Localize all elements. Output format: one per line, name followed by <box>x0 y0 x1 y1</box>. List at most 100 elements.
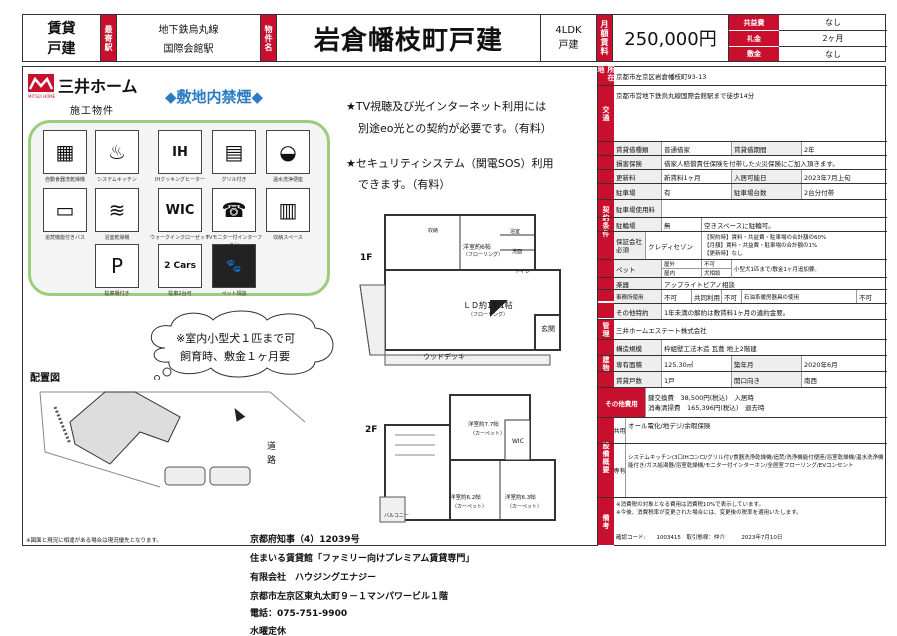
floor1-label: 1F <box>360 253 373 263</box>
location-value: 京都市左京区岩倉幡枝町93-13 <box>616 72 707 81</box>
contract-type-value: 普通借家 <box>662 142 732 155</box>
bike-value: 無 <box>662 218 702 231</box>
room2c-carpet: （カーペット） <box>507 504 543 510</box>
pet-note-2: 飼育時、敷金１ヶ月要 <box>180 350 290 363</box>
instrument-label: 楽器 <box>614 278 662 289</box>
agent-address: 京都市左京区東丸太町９－１マンパワービル１階 <box>250 592 449 602</box>
contract-period-label: 賃貸借期間 <box>732 142 802 155</box>
renewal-label: 更新料 <box>614 170 662 183</box>
stove-value: 不可 <box>859 293 872 302</box>
room2a-carpet: （カーペット） <box>470 431 506 437</box>
common-fee-label: 共益費 <box>729 15 779 31</box>
disclaimer: ※図面と現況に相違がある場合は現況優先となります。 <box>26 538 162 544</box>
rent-label: 月額賃料 <box>597 15 613 61</box>
toilet-icon: ◒ <box>266 130 310 174</box>
stove-label: 石油系暖房器具の使用 <box>742 290 857 303</box>
logo-sub: MITSUI HOME <box>28 94 56 99</box>
room2a-label: 洋室約7.7帖 <box>468 422 499 428</box>
ld-label: ＬＤ約19.1帖 <box>463 301 513 310</box>
feature-label: 追焚機能付きバス <box>44 235 85 241</box>
layout-cell: 4LDK 戸建 <box>541 15 597 61</box>
built-label: 築年月 <box>732 356 802 371</box>
area-label: 専有面積 <box>614 356 662 371</box>
two-cars-icon: 2 Cars <box>158 244 202 288</box>
common-label: 共用 <box>614 418 626 443</box>
pet-outdoor-value: 不可 <box>702 260 732 269</box>
line-name: 地下鉄烏丸線 <box>158 25 219 36</box>
room2b-label: 洋室約6.2帖 <box>450 495 481 501</box>
intercom-icon: ☎ <box>212 188 256 232</box>
other-costs: 鍵交換費 38,500円(税込) 入居時 消毒清掃費 165,396円(税込) … <box>646 388 887 417</box>
deposit-label: 敷金 <box>729 47 779 61</box>
insurance-label: 損害保険 <box>614 156 662 169</box>
remark-1: ※消費税の対象となる費用は消費税10%で表示しています。 <box>616 502 764 508</box>
common-value: オール電化/地デジ/余暇保険 <box>628 422 711 430</box>
main-frame <box>22 66 886 546</box>
agent-store: 住まいる賃貸館「ファミリー向けプレミアム賃貸専門」 <box>250 554 475 564</box>
storage-label: 収納 <box>428 228 439 234</box>
feature-label: 収納スペース <box>273 235 303 241</box>
ld-sub-label: （フローリング） <box>468 312 509 318</box>
contract-period-value: 2年 <box>804 145 815 154</box>
sec-remarks: 備考 <box>598 498 614 546</box>
pet-outdoor-label: 屋外 <box>662 260 702 269</box>
property-name-label: 物件名 <box>261 15 277 61</box>
station-cell: 地下鉄烏丸線 国際会館駅 <box>117 15 261 61</box>
sec-other-costs: その他費用 <box>598 388 646 417</box>
security-note-2: できます。（有料） <box>358 178 451 191</box>
mitsui-logo-icon <box>28 74 54 92</box>
station-name: 国際会館駅 <box>163 44 214 55</box>
floor-plan <box>359 214 561 523</box>
instrument-value: アップライトピアノ相談 <box>664 280 735 289</box>
agent-tel: 電話：075-751-9900 <box>250 609 348 619</box>
other-label: その他特約 <box>614 304 662 319</box>
layout: 4LDK <box>555 25 582 36</box>
move-in-value: 2023年7月上旬 <box>804 173 851 182</box>
bike-note: 空きスペースに駐輪可。 <box>704 221 775 230</box>
sec-conditions-end <box>598 303 614 319</box>
agent-holiday: 水曜定休 <box>250 627 287 636</box>
floor2-label: 2F <box>365 425 378 435</box>
tv-note-2: 別途eo光との契約が必要です。（有料） <box>358 122 552 135</box>
direction-value: 南西 <box>804 376 817 385</box>
area-value: 125.30㎡ <box>662 356 732 371</box>
bath-label: 浴室 <box>510 229 521 235</box>
feature-label: グリル付き <box>221 177 247 183</box>
floor-label: 賃貸戸数 <box>614 372 662 387</box>
feature-label: 駐車2台可 <box>168 291 192 297</box>
wash-label: 洗面 <box>512 249 523 255</box>
deposit: なし <box>825 49 841 59</box>
room1-label: 洋室約6帖 <box>463 244 491 251</box>
feature-label: 温水洗浄便座 <box>272 177 303 183</box>
bike-label: 駐輪場 <box>614 218 662 231</box>
share-label: 共同利用 <box>692 290 722 303</box>
detail-table: 所在地 京都市左京区岩倉幡枝町93-13 交通 京都市営地下鉄烏丸線国際会館駅ま… <box>597 66 887 546</box>
share-value: 不可 <box>722 290 742 303</box>
room1-sub-label: （フローリング） <box>463 252 504 258</box>
feature-label: ウォークインクローゼット <box>150 235 211 241</box>
pet-icon: 🐾 <box>212 244 256 288</box>
agent-company: 有限会社 ハウジングエナジー <box>250 573 377 583</box>
office-label: 事務所使用 <box>614 290 662 303</box>
header-bar: 賃貸 戸建 最寄駅 地下鉄烏丸線 国際会館駅 物件名 岩倉幡枝町戸建 4LDK … <box>22 14 887 62</box>
house-type: 戸建 <box>558 40 579 51</box>
logo-text: 三井ホーム <box>58 77 138 96</box>
tv-note-1: ★TV視聴及び光インターネット利用には <box>346 100 547 113</box>
feature-label: システムキッチン <box>97 177 137 183</box>
other-value: 1年未満の解約は敷賃料1ヶ月の違約金要。 <box>664 308 790 317</box>
toilet-label: トイレ <box>515 269 531 275</box>
nearest-station-label: 最寄駅 <box>101 15 117 61</box>
layout-map-label: 配置図 <box>30 373 60 384</box>
agent-license: 京都府知事（4）12039号 <box>250 535 360 545</box>
structure-label: 構造規模 <box>614 340 662 355</box>
structure-value: 枠組壁工法木造 瓦葺 地上2階建 <box>664 344 757 353</box>
storage-icon: ▥ <box>266 188 310 232</box>
feature-label: 駐車場付き <box>104 291 130 297</box>
road-label: 道路 <box>267 442 277 466</box>
feature-label: 自動食器洗乾燥機 <box>44 177 85 183</box>
feature-label: ペット相談 <box>221 291 247 297</box>
direction-label: 開口向き <box>732 372 802 387</box>
property-name: 岩倉幡枝町戸建 <box>277 15 541 61</box>
guarantor-note-1: 【契約時】賃料・共益費・駐車場の合計額の60% <box>704 234 827 241</box>
floor-value: 1戸 <box>662 372 732 387</box>
